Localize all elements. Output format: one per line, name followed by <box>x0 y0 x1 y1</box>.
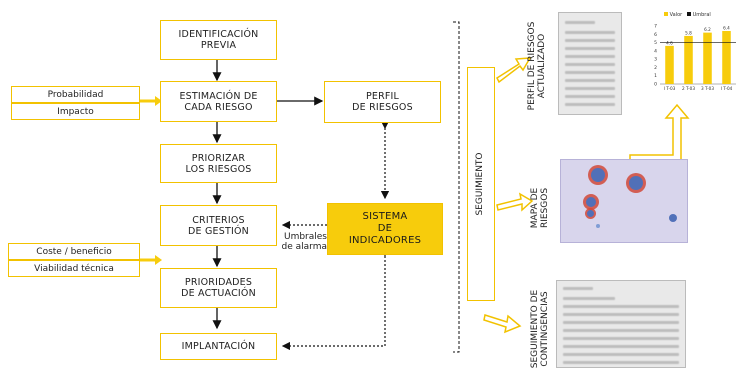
y-tick-label: 4 <box>654 48 657 54</box>
legend-label-umbral: Umbral <box>692 12 711 18</box>
chart-legend: Valor Umbral <box>664 12 736 18</box>
label-line-1: PRIORIZAR <box>191 152 246 164</box>
label-line-2: RIESGOS <box>540 187 550 229</box>
output-label-seguimiento-contingencias: SEGUIMIENTO DE CONTINGENCIAS <box>530 284 552 374</box>
label-line-2: LOS RIESGOS <box>185 163 252 175</box>
bar <box>665 45 674 84</box>
bar <box>703 32 712 84</box>
legend-swatch-valor <box>664 12 668 16</box>
legend-swatch-umbral <box>686 12 691 16</box>
mapa-riesgos-thumbnail <box>560 159 688 243</box>
perfil-actualizado-thumbnail <box>558 12 622 115</box>
label-line-2: de alarma <box>281 242 327 252</box>
label-line-2: ACTUALIZADO <box>537 33 547 99</box>
label-line-2: DE <box>377 223 393 234</box>
label-line-1: MAPA DE <box>530 187 540 229</box>
label-line-2: PREVIA <box>200 40 237 51</box>
box-implantacion: IMPLANTACIÓN <box>160 333 277 360</box>
risk-dot <box>591 168 605 182</box>
output-label-perfil-actualizado: PERFIL DE RIESGOS ACTUALIZADO <box>527 16 549 116</box>
chart-canvas: 012345674.6I T-035.82 T-036.23 T-036.4I … <box>654 24 736 91</box>
risk-dot <box>596 224 600 228</box>
label-line-2: CONTINGENCIAS <box>540 291 550 367</box>
data-label: 6.4 <box>723 25 730 30</box>
y-tick-label: 6 <box>654 32 657 38</box>
x-tick-label: I T-04 <box>721 86 733 91</box>
input-viabilidad-tecnica: Viabilidad técnica <box>8 260 140 277</box>
data-label: 5.8 <box>685 30 692 35</box>
label-line-1: Umbrales <box>283 232 327 242</box>
data-label: 6.2 <box>704 27 711 32</box>
label-line-1: PERFIL DE RIESGOS <box>527 21 537 111</box>
y-tick-label: 2 <box>654 65 657 71</box>
contingencias-thumbnail <box>556 280 686 368</box>
output-label-mapa-riesgos: MAPA DE RIESGOS <box>530 183 552 233</box>
box-seguimiento <box>467 67 495 301</box>
y-tick-label: 7 <box>654 24 657 30</box>
y-tick-label: 5 <box>654 40 657 46</box>
umbrales-alarma-label: Umbrales de alarma <box>279 232 327 252</box>
input-coste-beneficio: Coste / beneficio <box>8 243 140 260</box>
label-line-2: DE ACTUACIÓN <box>181 288 256 299</box>
bar <box>684 35 693 84</box>
label-line-1: PRIORIDADES <box>184 277 253 288</box>
label-line-1: SEGUIMIENTO DE <box>530 289 540 369</box>
y-tick-label: 3 <box>654 57 657 63</box>
risk-dot <box>586 197 596 207</box>
label-line-2: CADA RIESGO <box>184 101 253 113</box>
label-line-1: PERFIL <box>365 91 400 102</box>
bar <box>722 30 731 84</box>
label-line-3: INDICADORES <box>348 235 422 246</box>
label-line-1: SISTEMA <box>362 211 408 222</box>
risk-dot <box>629 176 643 190</box>
input-probabilidad: Probabilidad <box>11 86 140 103</box>
risk-dot <box>669 214 677 222</box>
x-tick-label: I T-03 <box>664 86 676 91</box>
y-tick-label: 0 <box>654 82 657 88</box>
label-line-1: IDENTIFICACIÓN <box>178 29 259 40</box>
seguimiento-label: SEGUIMIENTO <box>475 152 485 216</box>
x-tick-label: 2 T-03 <box>682 86 695 91</box>
label-line-1: ESTIMACIÓN DE <box>179 90 258 102</box>
label-line-1: IMPLANTACIÓN <box>181 341 256 352</box>
label-line-2: DE RIESGOS <box>352 102 413 113</box>
indicator-chart: Valor Umbral 012345674.6I T-035.82 T-036… <box>648 10 738 96</box>
y-tick-label: 1 <box>654 73 657 79</box>
label-line-2: DE GESTIÓN <box>188 225 249 237</box>
x-tick-label: 3 T-03 <box>701 86 714 91</box>
input-impacto: Impacto <box>11 103 140 120</box>
legend-label-valor: Valor <box>669 12 683 18</box>
risk-dot <box>587 210 594 217</box>
label-line-1: CRITERIOS <box>192 214 245 226</box>
